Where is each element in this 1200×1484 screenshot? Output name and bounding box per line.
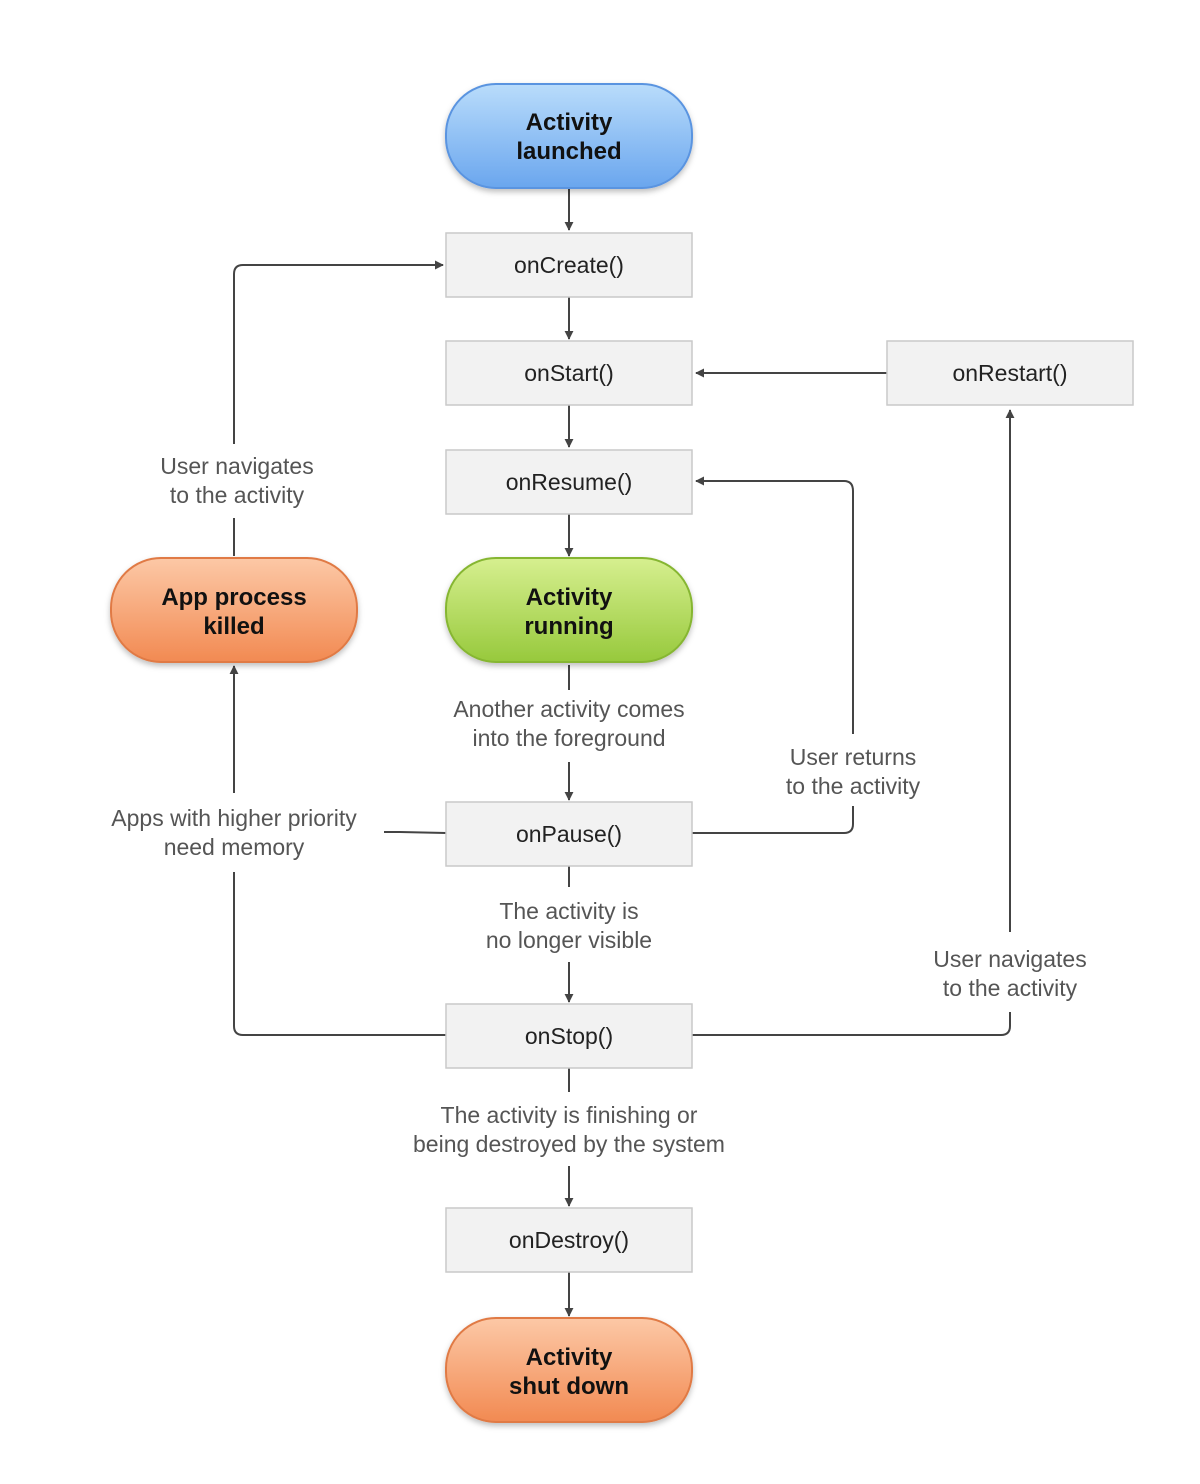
edge-label-another-activity: Another activity comes into the foregrou… bbox=[453, 696, 684, 751]
edge-label-higher-priority: Apps with higher priority need memory bbox=[111, 805, 357, 860]
edge-label-finishing-line1: The activity is finishing or bbox=[441, 1102, 698, 1128]
edge-label-higher-priority-line1: Apps with higher priority bbox=[111, 805, 357, 831]
state-app-process-killed: App process killed bbox=[110, 557, 358, 663]
edge-onpause-to-onresume-upper bbox=[695, 476, 854, 734]
edge-killed-to-oncreate-upper bbox=[233, 260, 444, 444]
edge-label-no-longer-visible-line2: no longer visible bbox=[486, 927, 652, 953]
edge-label-user-returns: User returns to the activity bbox=[786, 744, 921, 799]
callback-onstart-label: onStart() bbox=[524, 360, 613, 386]
state-running-line1: Activity bbox=[526, 584, 613, 611]
callback-oncreate: onCreate() bbox=[445, 232, 693, 298]
edge-onpause-to-onresume-lower bbox=[692, 806, 854, 834]
edge-label-user-navigates-right: User navigates to the activity bbox=[933, 946, 1086, 1001]
callback-onresume: onResume() bbox=[445, 449, 693, 515]
edge-label-user-navigates-left-line1: User navigates bbox=[160, 453, 313, 479]
edge-label-higher-priority-line2: need memory bbox=[164, 834, 305, 860]
edge-label-finishing-line2: being destroyed by the system bbox=[413, 1131, 725, 1157]
callback-onpause-label: onPause() bbox=[516, 821, 622, 847]
callback-onresume-label: onResume() bbox=[506, 469, 633, 495]
edge-label-user-navigates-left: User navigates to the activity bbox=[160, 453, 313, 508]
edge-label-user-navigates-left-line2: to the activity bbox=[170, 482, 305, 508]
state-shutdown-line1: Activity bbox=[526, 1344, 613, 1371]
edge-label-another-activity-line2: into the foreground bbox=[472, 725, 665, 751]
callback-onstop-label: onStop() bbox=[525, 1023, 613, 1049]
edge-label-another-activity-line1: Another activity comes bbox=[453, 696, 684, 722]
callback-oncreate-label: onCreate() bbox=[514, 252, 624, 278]
state-activity-running: Activity running bbox=[445, 557, 693, 663]
callback-ondestroy-label: onDestroy() bbox=[509, 1227, 629, 1253]
state-killed-line2: killed bbox=[203, 613, 264, 640]
state-killed-line1: App process bbox=[161, 584, 306, 611]
connectors bbox=[229, 188, 1015, 1317]
edge-label-user-returns-line2: to the activity bbox=[786, 773, 921, 799]
edge-label-no-longer-visible: The activity is no longer visible bbox=[486, 898, 652, 953]
state-activity-shut-down: Activity shut down bbox=[445, 1317, 693, 1423]
callback-onrestart: onRestart() bbox=[886, 340, 1134, 406]
state-activity-launched: Activity launched bbox=[445, 83, 693, 189]
edge-label-user-returns-line1: User returns bbox=[790, 744, 917, 770]
edge-onstop-to-killed-lower bbox=[233, 872, 446, 1036]
edge-label-user-navigates-right-line2: to the activity bbox=[943, 975, 1078, 1001]
callback-onstart: onStart() bbox=[445, 340, 693, 406]
edge-label-finishing: The activity is finishing or being destr… bbox=[413, 1102, 725, 1157]
edge-onstop-to-onrestart-lower bbox=[692, 1012, 1011, 1036]
state-launched-line2: launched bbox=[516, 138, 621, 165]
callback-onrestart-label: onRestart() bbox=[952, 360, 1067, 386]
callback-onstop: onStop() bbox=[445, 1003, 693, 1069]
edge-onpause-to-killed-join bbox=[384, 831, 447, 834]
callback-onpause: onPause() bbox=[445, 801, 693, 867]
state-launched-line1: Activity bbox=[526, 109, 613, 136]
state-running-line2: running bbox=[524, 613, 613, 640]
edge-label-no-longer-visible-line1: The activity is bbox=[499, 898, 638, 924]
state-shutdown-line2: shut down bbox=[509, 1373, 629, 1400]
callback-ondestroy: onDestroy() bbox=[445, 1207, 693, 1273]
edge-label-user-navigates-right-line1: User navigates bbox=[933, 946, 1086, 972]
